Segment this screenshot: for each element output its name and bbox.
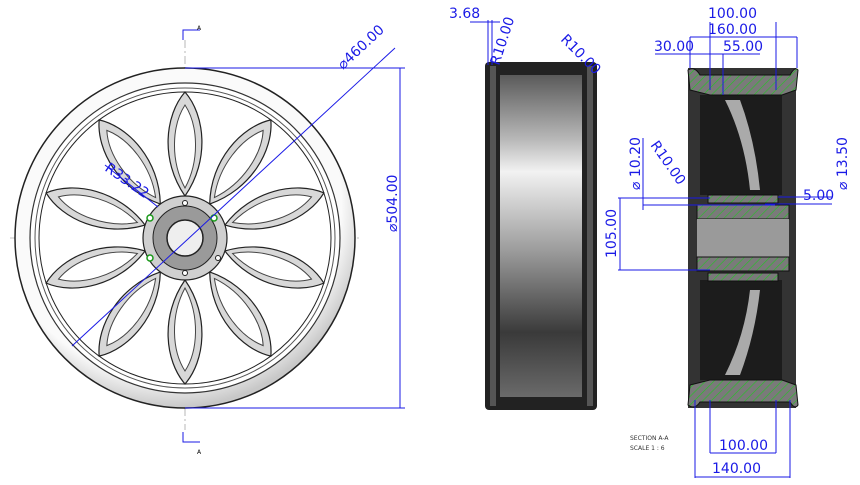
bolt-hole: [146, 254, 154, 262]
spoke-cutout: [57, 194, 139, 225]
side-view: 3.68 R10.00 R10.00: [449, 6, 604, 410]
bolt-hole: [146, 214, 154, 222]
dim-radius-section: R10.00: [647, 138, 689, 188]
section-marker-bottom: A: [197, 449, 202, 456]
dim-top-30: 30.00: [654, 39, 694, 55]
dim-top-55: 55.00: [723, 39, 763, 55]
spoke-cutout: [106, 277, 157, 347]
section-marker-top: A: [197, 25, 202, 32]
section-scale: SCALE 1 : 6: [630, 445, 665, 452]
spoke-cutout: [106, 129, 157, 199]
dim-top-160: 160.00: [708, 22, 757, 38]
hatched-hub-top: [696, 204, 790, 220]
hatched-rim-top: [687, 68, 799, 96]
dim-flange: 3.68: [449, 6, 480, 22]
dim-offset-5: 5.00: [803, 188, 834, 204]
dim-inner-diameter: ⌀460.00: [335, 22, 388, 73]
section-view: 100.00 160.00 30.00 55.00 ⌀ 10.20 R10.00…: [604, 6, 851, 478]
spoke-cutout: [174, 286, 196, 372]
spokes: [45, 91, 325, 385]
section-caption: SECTION A-A: [630, 435, 669, 442]
spoke-cutout: [213, 129, 264, 199]
dim-outer-diameter: ⌀504.00: [385, 175, 401, 232]
dim-hole-10-20: ⌀ 10.20: [628, 137, 644, 190]
spoke-cutout: [231, 251, 313, 282]
dim-hole-13-50: ⌀ 13.50: [835, 137, 851, 190]
dim-top-100: 100.00: [708, 6, 757, 22]
spoke-cutout: [57, 251, 139, 282]
dim-bottom-100: 100.00: [719, 438, 768, 454]
dim-hub-105: 105.00: [604, 209, 620, 258]
hatched-hub-bottom: [696, 256, 790, 272]
spoke-cutout: [174, 104, 196, 190]
spoke-cutout: [213, 277, 264, 347]
bolt-hole: [210, 214, 218, 222]
spoke-cutout: [231, 194, 313, 225]
dim-bottom-140: 140.00: [712, 461, 761, 477]
front-view: A A ⌀460.00 ⌀504.00 R33.22: [10, 22, 405, 456]
